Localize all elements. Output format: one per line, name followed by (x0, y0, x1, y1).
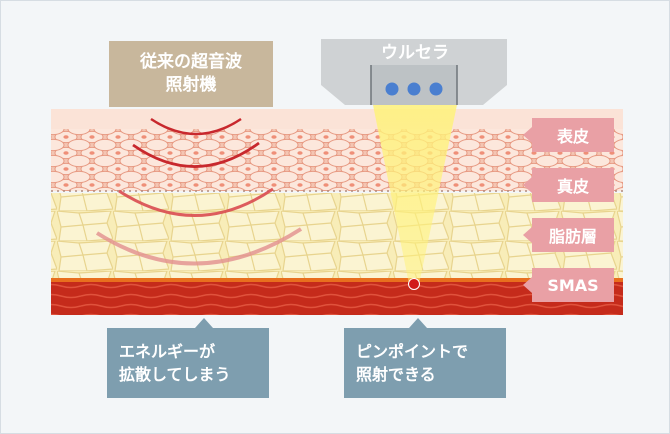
callout-pinpoint-line2: 照射できる (356, 365, 436, 384)
old-device-line1: 従来の超音波 (140, 52, 242, 73)
energy-arc (95, 227, 303, 266)
focused-beam (373, 105, 457, 284)
energy-arc (132, 141, 260, 168)
layer-tag-epidermis: 表皮 (523, 118, 614, 152)
layer-tag-dermis: 真皮 (523, 168, 614, 202)
energy-arc (118, 187, 274, 217)
focal-point (408, 278, 420, 290)
focus-dot (385, 82, 399, 96)
energy-arc (150, 117, 242, 136)
callout-scatter: エネルギーが 拡散してしまう (107, 318, 269, 398)
skin-surface (51, 109, 623, 131)
focus-dot (429, 82, 443, 96)
layer-tag-fat: 脂肪層 (523, 218, 614, 252)
old-device-line2: 照射機 (165, 75, 217, 95)
callout-scatter-line1: エネルギーが (119, 341, 216, 361)
old-device-label: 従来の超音波 照射機 (109, 41, 273, 107)
focus-dot (407, 82, 421, 96)
callout-scatter-line2: 拡散してしまう (119, 365, 231, 384)
layer-tag-smas: SMAS (523, 268, 614, 302)
callout-pinpoint: ピンポイントで 照射できる (344, 318, 506, 398)
callout-pinpoint-line1: ピンポイントで (356, 341, 469, 361)
ultherapy-title: ウルセラ (381, 43, 449, 63)
smas-top-edge (51, 278, 623, 282)
